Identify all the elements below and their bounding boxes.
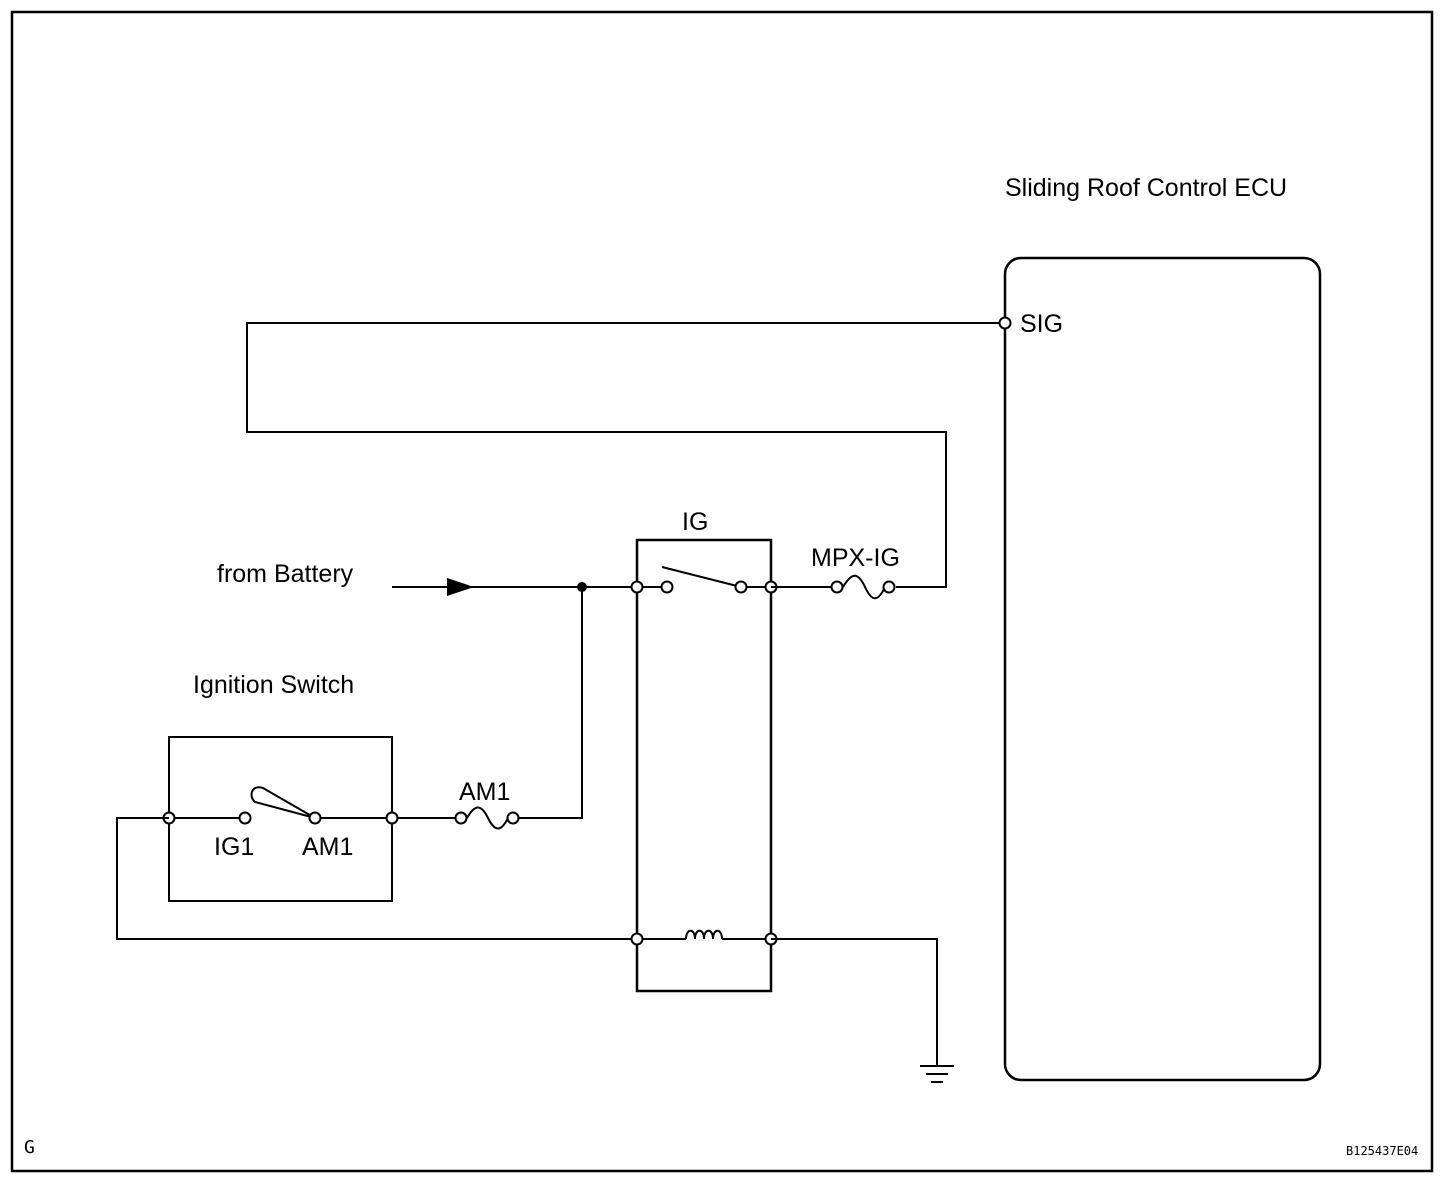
ig-relay-label: IG — [682, 508, 708, 536]
battery-label: from Battery — [217, 560, 354, 588]
relay-contact-point — [734, 580, 748, 594]
relay-contact-blade — [661, 566, 742, 588]
figure-code: B125437E04 — [1346, 1144, 1418, 1158]
am1-terminal-label: AM1 — [302, 833, 353, 861]
relay-terminal — [630, 932, 644, 946]
relay-contact-point — [660, 580, 674, 594]
mpx-ig-fuse-icon — [842, 574, 886, 600]
ignition-terminal — [385, 811, 399, 825]
fuse-terminal — [506, 811, 520, 825]
ecu-box — [1003, 256, 1322, 1082]
sig-wire — [246, 322, 1005, 588]
am1-fuse-icon — [466, 806, 509, 830]
ignition-switch-title: Ignition Switch — [193, 671, 354, 699]
relay-terminal — [630, 580, 644, 594]
relay-coil-icon — [685, 929, 723, 940]
ecu-title: Sliding Roof Control ECU — [1005, 174, 1287, 202]
fuse-terminal — [830, 580, 844, 594]
sig-terminal-label: SIG — [1020, 310, 1063, 338]
ignition-terminal — [308, 811, 322, 825]
corner-letter: G — [24, 1137, 35, 1158]
ig-relay-box — [635, 538, 773, 993]
ig1-coil-wire — [116, 817, 637, 940]
ground-wire — [771, 938, 938, 1066]
ignition-terminal — [238, 811, 252, 825]
arrow-right-icon — [447, 578, 474, 596]
sig-terminal — [998, 316, 1012, 330]
am1-feed-wire — [513, 587, 583, 819]
diagram-frame — [10, 10, 1434, 1173]
ig1-terminal-label: IG1 — [214, 833, 254, 861]
fuse-terminal — [882, 580, 896, 594]
mpx-ig-fuse-label: MPX-IG — [811, 544, 900, 572]
am1-fuse-label: AM1 — [459, 778, 510, 806]
fuse-terminal — [454, 811, 468, 825]
ignition-key-icon — [250, 786, 316, 819]
